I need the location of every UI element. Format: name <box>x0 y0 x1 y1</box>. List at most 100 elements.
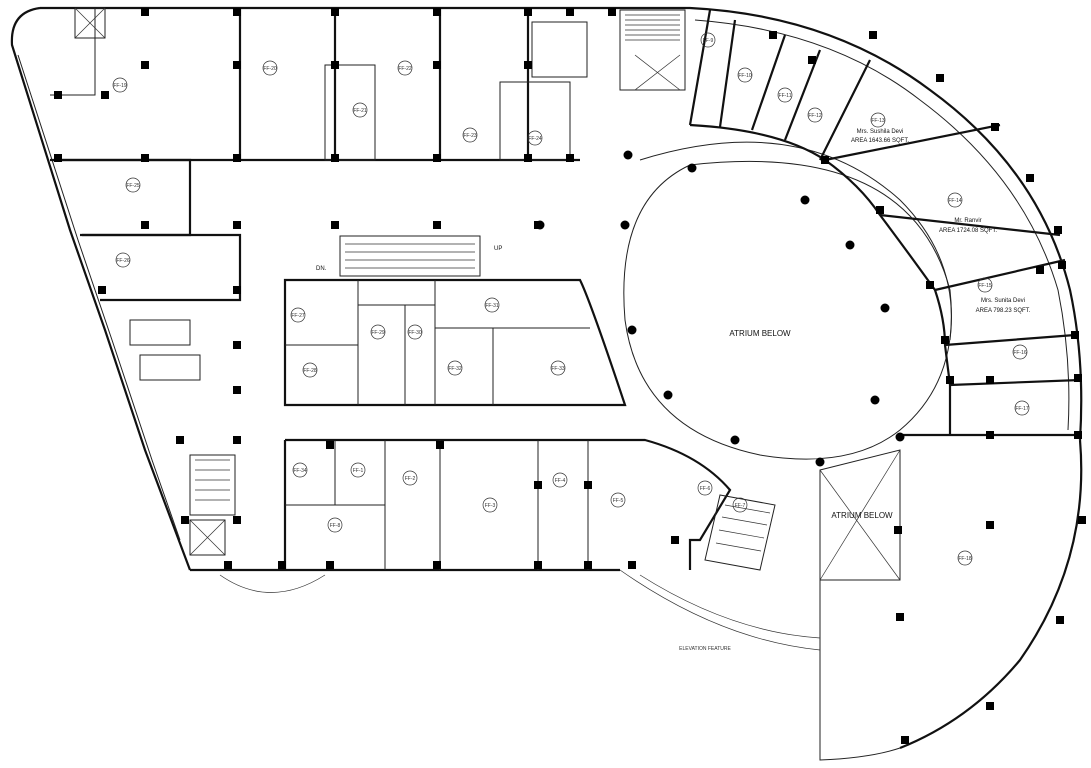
column-square <box>433 221 441 229</box>
unit-label-text: FF-10 <box>738 73 752 79</box>
shop-ff7-box <box>499 81 571 161</box>
unit-label-text: FF-19 <box>113 83 127 89</box>
unit-label-circle <box>125 177 141 193</box>
west-wall <box>10 6 192 571</box>
east-lower-ring <box>899 439 1083 750</box>
column-square <box>1036 266 1044 274</box>
radial-partitions-b <box>824 123 1081 387</box>
unit-label-text: FF-26 <box>116 258 130 264</box>
unit-label-circle <box>550 360 566 376</box>
island-lower <box>285 438 732 570</box>
tenant-3-name: Mrs. Sunita Devi <box>981 298 1025 304</box>
unit-label: FF-14 <box>947 192 963 208</box>
column-square <box>98 286 106 294</box>
column-square <box>141 61 149 69</box>
stair-se <box>704 494 776 571</box>
unit-label: FF-19 <box>112 77 128 93</box>
column-round <box>627 325 637 335</box>
shop-ff9-box <box>324 64 376 161</box>
unit-label-circle <box>262 60 278 76</box>
ne-room <box>531 21 588 78</box>
ne-core <box>531 9 686 91</box>
column-square <box>986 702 994 710</box>
column-square <box>1074 374 1082 382</box>
stair-sw <box>189 454 236 516</box>
north-shops <box>50 7 580 162</box>
column-square <box>986 521 994 529</box>
unit-label-circle <box>527 130 543 146</box>
column-square <box>278 561 286 569</box>
tenant-annotations: Mrs. Sushila Devi AREA 1643.66 SQFT. Mr.… <box>851 129 1031 314</box>
unit-label: FF-22 <box>397 60 413 76</box>
tenant-3-area: AREA 798.23 SQFT. <box>976 308 1031 314</box>
unit-label: FF-12 <box>807 107 823 123</box>
unit-label: FF-32 <box>447 360 463 376</box>
column-square <box>876 206 884 214</box>
column-square <box>1054 226 1062 234</box>
tenant-2-area: AREA 1724.08 SQFT. <box>939 228 997 234</box>
column-square <box>331 61 339 69</box>
column-round <box>687 163 697 173</box>
column-square <box>1074 431 1082 439</box>
escalator-up-label: UP <box>494 246 502 252</box>
column-square <box>986 376 994 384</box>
unit-label-text: FF-6 <box>700 486 711 492</box>
unit-label-text: FF-5 <box>613 498 624 504</box>
column-square <box>54 154 62 162</box>
unit-label: FF-24 <box>527 130 543 146</box>
unit-label-text: FF-2 <box>405 476 416 482</box>
elevation-arcs <box>619 569 821 651</box>
column-square <box>433 154 441 162</box>
unit-label-text: FF-22 <box>398 66 412 72</box>
unit-label: FF-13 <box>870 112 886 128</box>
column-square <box>896 613 904 621</box>
column-square <box>534 481 542 489</box>
west-block <box>60 158 326 593</box>
column-square <box>584 481 592 489</box>
unit-label: FF-34 <box>292 462 308 478</box>
column-square <box>233 516 241 524</box>
east-inner-ring <box>694 19 1070 431</box>
structural-columns <box>54 8 1086 744</box>
column-round <box>800 195 810 205</box>
unit-label-text: FF-16 <box>1013 350 1027 356</box>
unit-label-text: FF-32 <box>448 366 462 372</box>
tenant-1-area: AREA 1643.66 SQFT. <box>851 138 909 144</box>
unit-label-text: FF-29 <box>371 330 385 336</box>
column-square <box>608 8 616 16</box>
column-square <box>233 436 241 444</box>
unit-label-text: FF-4 <box>555 478 566 484</box>
column-square <box>233 8 241 16</box>
column-square <box>233 61 241 69</box>
unit-label-text: FF-30 <box>408 330 422 336</box>
atrium-second-label: ATRIUM BELOW <box>831 511 893 520</box>
unit-label: FF-4 <box>552 472 568 488</box>
column-square <box>433 8 441 16</box>
column-square <box>233 341 241 349</box>
column-round <box>663 390 673 400</box>
unit-label-text: FF-13 <box>871 118 885 124</box>
unit-label: FF-10 <box>737 67 753 83</box>
unit-label-circle <box>115 252 131 268</box>
column-square <box>566 154 574 162</box>
unit-label: FF-28 <box>302 362 318 378</box>
column-square <box>991 123 999 131</box>
unit-label: FF-30 <box>407 324 423 340</box>
unit-label-circle <box>352 102 368 118</box>
unit-label: FF-27 <box>290 307 306 323</box>
unit-label: FF-8 <box>327 517 343 533</box>
unit-label-circle <box>112 77 128 93</box>
column-square <box>233 154 241 162</box>
shop-ff31-box <box>82 233 242 302</box>
unit-label-circle <box>407 324 423 340</box>
column-square <box>101 91 109 99</box>
column-square <box>534 561 542 569</box>
column-square <box>331 154 339 162</box>
unit-label-circle <box>957 550 973 566</box>
unit-label-text: FF-14 <box>948 198 962 204</box>
island-upper-partitions <box>285 280 590 405</box>
unit-label-text: FF-31 <box>485 303 499 309</box>
column-square <box>869 31 877 39</box>
column-round <box>870 395 880 405</box>
